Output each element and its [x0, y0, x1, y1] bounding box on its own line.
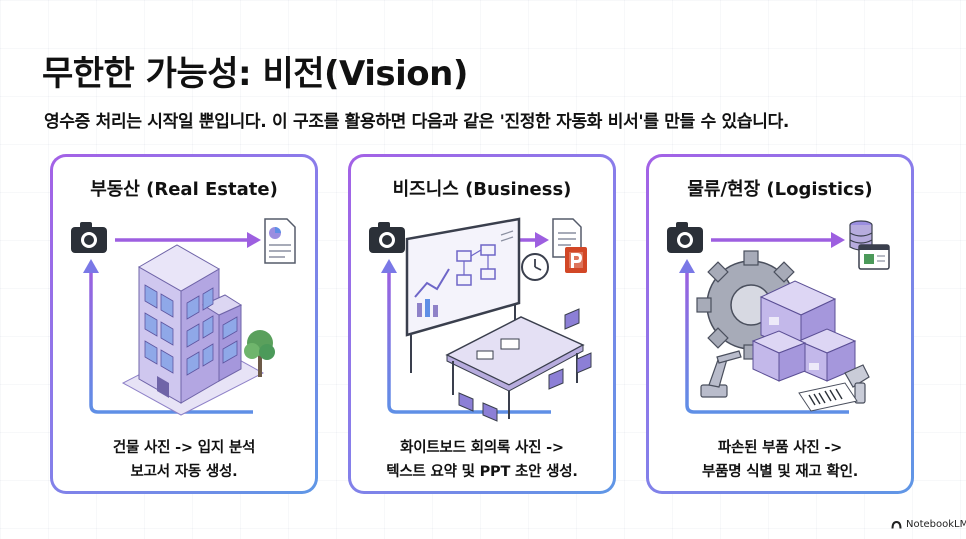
loop-arrow: [387, 267, 551, 414]
card-title: 비즈니스 (Business): [392, 179, 572, 200]
barcode-icon: [798, 382, 858, 412]
notebooklm-watermark: NotebookLM: [891, 519, 966, 530]
loop-arrow: [89, 267, 253, 414]
camera-icon: [369, 222, 405, 253]
report-document-icon: [264, 218, 296, 264]
meeting-table-illustration: [445, 308, 592, 422]
camera-icon: [71, 222, 107, 253]
card-description: 파손된 부품 사진 -> 부품명 식별 및 재고 확인.: [701, 440, 859, 480]
card-title: 물류/현장 (Logistics): [687, 179, 873, 200]
tree-icon: [244, 330, 275, 377]
ppt-icon: [565, 247, 587, 273]
loop-arrow: [685, 267, 849, 414]
building-illustration: [121, 244, 265, 416]
clock-icon: [521, 253, 549, 281]
camera-icon: [667, 222, 703, 253]
logistics-illustration: [667, 220, 890, 414]
brand-label: NotebookLM: [906, 519, 966, 530]
spreadsheet-window-icon: [858, 244, 890, 270]
card-description: 건물 사진 -> 입지 분석 보고서 자동 생성.: [112, 440, 256, 480]
card-logistics: 물류/현장 (Logistics): [646, 154, 914, 494]
real-estate-illustration: [71, 218, 296, 416]
page-subtitle: 영수증 처리는 시작일 뿐입니다. 이 구조를 활용하면 다음과 같은 '진정한…: [44, 112, 790, 132]
gear-boxes-illustration: [696, 250, 870, 404]
card-description: 화이트보드 회의록 사진 -> 텍스트 요약 및 PPT 초안 생성.: [386, 440, 578, 480]
card-business: 비즈니스 (Business): [348, 154, 616, 494]
business-illustration: [369, 217, 592, 422]
card-title: 부동산 (Real Estate): [90, 179, 278, 200]
database-icon: [849, 220, 873, 251]
card-real-estate: 부동산 (Real Estate): [50, 154, 318, 494]
arrow-right-icon: [711, 232, 845, 248]
page-title: 무한한 가능성: 비전(Vision): [42, 54, 468, 94]
notebooklm-logo-icon: [891, 521, 902, 529]
arrow-right-icon: [115, 232, 261, 248]
